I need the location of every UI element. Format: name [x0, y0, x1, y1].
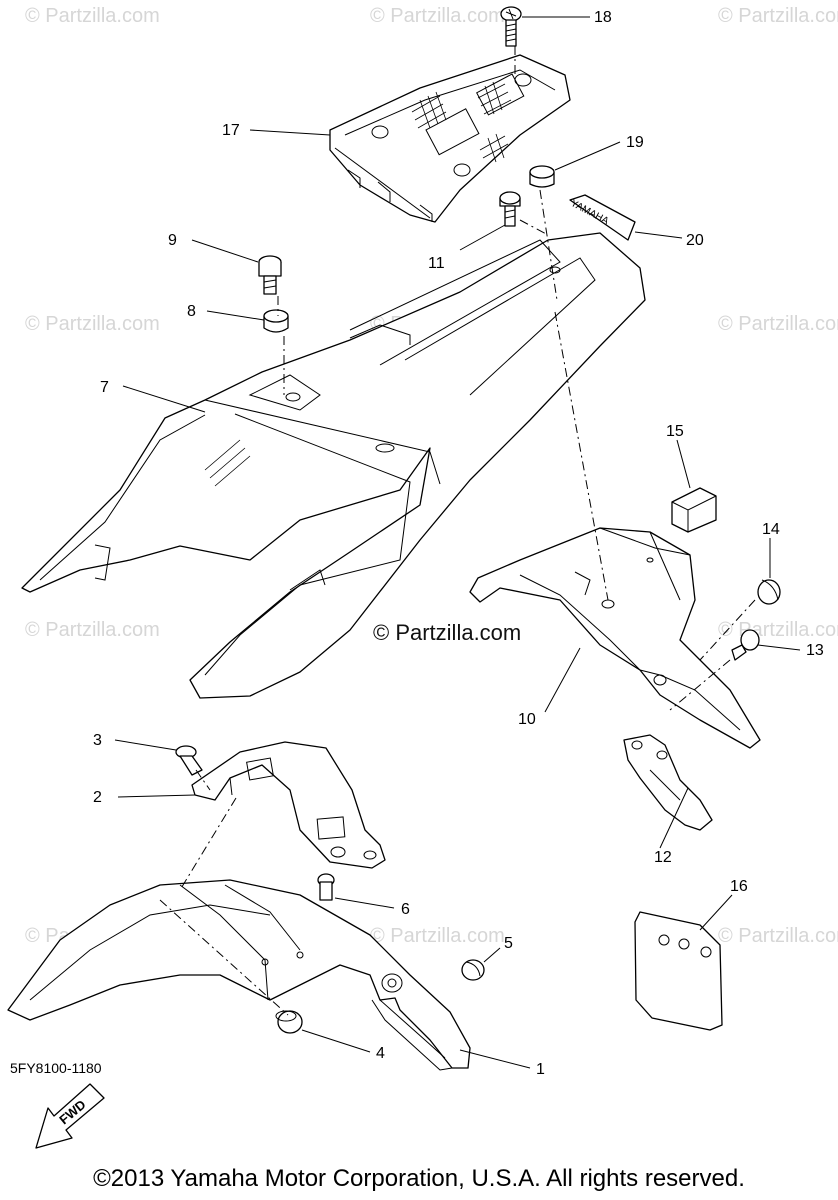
callout-12: 12: [654, 849, 672, 866]
part-18-bolt[interactable]: [500, 6, 522, 47]
watermark: © Partzilla.com: [25, 313, 160, 335]
part-20-emblem[interactable]: YAMAHA: [569, 194, 636, 241]
callout-5: 5: [504, 935, 513, 952]
callout-10: 10: [518, 711, 536, 728]
callout-1: 1: [536, 1061, 545, 1078]
watermark: © Partzilla.com: [718, 313, 838, 335]
fwd-arrow-icon: FWD: [35, 1083, 105, 1149]
callout-13: 13: [806, 642, 824, 659]
document-code: 5FY8100-1180: [10, 1060, 102, 1076]
watermark: © Partzilla.com: [718, 925, 838, 947]
part-5-grommet[interactable]: [461, 959, 485, 981]
part-19-collar[interactable]: [529, 165, 555, 188]
callout-9: 9: [168, 232, 177, 249]
part-3-screw[interactable]: [175, 745, 203, 776]
part-10-rear-flap[interactable]: [469, 527, 761, 749]
callout-17: 17: [222, 122, 240, 139]
part-15-pad[interactable]: [671, 487, 717, 533]
callout-20: 20: [686, 232, 704, 249]
leader-lines: [114, 16, 801, 1069]
part-1-front-fender[interactable]: [7, 879, 471, 1071]
watermark: © Partzilla.com: [370, 925, 505, 947]
callout-19: 19: [626, 134, 644, 151]
callout-labels: 18 17 19 11 20 9 8 7 15 14 13 10 12 3 2 …: [93, 9, 824, 1078]
watermark: © Partzilla.com: [25, 619, 160, 641]
part-8-grommet[interactable]: [263, 309, 289, 333]
part-6-screw[interactable]: [317, 873, 335, 901]
part-14-grommet[interactable]: [757, 579, 781, 605]
center-watermark: © Partzilla.com: [373, 620, 521, 645]
callout-16: 16: [730, 878, 748, 895]
part-12-bracket[interactable]: [623, 734, 713, 831]
watermark: © Partzilla.com: [718, 619, 838, 641]
callout-3: 3: [93, 732, 102, 749]
alignment-lines: [159, 46, 756, 1016]
callout-14: 14: [762, 521, 780, 538]
part-9-bolt[interactable]: [258, 255, 282, 295]
callout-7: 7: [100, 379, 109, 396]
callout-15: 15: [666, 423, 684, 440]
part-16-plate[interactable]: [634, 911, 723, 1031]
callout-8: 8: [187, 303, 196, 320]
watermark: © Partzilla.com: [25, 5, 160, 27]
callout-11: 11: [428, 255, 445, 272]
watermark: © Partzilla.com: [370, 5, 505, 27]
copyright-notice: ©2013 Yamaha Motor Corporation, U.S.A. A…: [93, 1165, 745, 1192]
watermark: © Partzilla.com: [718, 5, 838, 27]
part-11-bolt[interactable]: [499, 191, 521, 227]
callout-18: 18: [594, 9, 612, 26]
part-4-grommet[interactable]: [275, 1010, 303, 1034]
part-17-grab-bar[interactable]: [329, 54, 571, 223]
part-7-rear-cover[interactable]: [21, 232, 646, 699]
part-2-bracket[interactable]: [191, 741, 386, 869]
part-13-bolt[interactable]: [731, 629, 760, 661]
callout-6: 6: [401, 901, 410, 918]
callout-4: 4: [376, 1045, 385, 1062]
callout-2: 2: [93, 789, 102, 806]
